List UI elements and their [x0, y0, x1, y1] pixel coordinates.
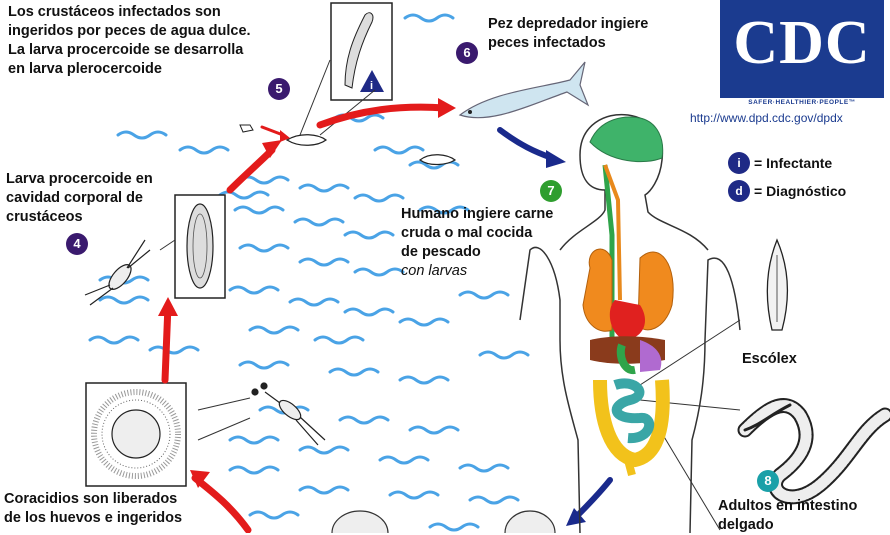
- wave-line: [150, 347, 198, 353]
- coracidia-label: Coracidios son liberados de los huevos e…: [4, 490, 182, 528]
- wave-line: [460, 292, 508, 298]
- wave-line: [290, 299, 338, 305]
- stage-6-badge: 6: [456, 42, 478, 64]
- infective-icon: i: [728, 152, 750, 174]
- stage-8-badge: 8: [757, 470, 779, 492]
- wave-line: [375, 147, 423, 153]
- wave-line: [230, 437, 278, 443]
- wave-line: [220, 192, 268, 198]
- wave-line: [180, 147, 228, 153]
- stage-5-badge: 5: [268, 78, 290, 100]
- stage-4-badge: 4: [66, 233, 88, 255]
- stage-7-badge: 7: [540, 180, 562, 202]
- wave-line: [410, 427, 458, 433]
- scolex: [767, 240, 787, 330]
- plerocercoid-larva-box: i: [331, 3, 392, 100]
- wave-line: [300, 185, 348, 191]
- stage-7-label: Humano ingiere carne cruda o mal cocida …: [401, 205, 553, 281]
- legend-diagnostic: d = Diagnóstico: [728, 180, 846, 202]
- diagnostic-icon: d: [728, 180, 750, 202]
- wave-line: [230, 467, 278, 473]
- predator-fish: [460, 62, 588, 118]
- human-body: [520, 115, 740, 533]
- wave-line: [345, 309, 393, 315]
- wave-line: [430, 524, 478, 530]
- stage-8-label: Adultos en intestino delgado: [718, 497, 857, 535]
- wave-line: [300, 259, 348, 265]
- wave-line: [390, 492, 438, 498]
- wave-line: [470, 497, 518, 503]
- wave-line: [460, 465, 508, 471]
- stage-7-italic: con larvas: [401, 263, 467, 279]
- stage-5-label: Los crustáceos infectados son ingeridos …: [8, 3, 251, 79]
- wave-line: [235, 207, 283, 213]
- wave-line: [250, 512, 298, 518]
- wave-line: [400, 377, 448, 383]
- cdc-url[interactable]: http://www.dpd.cdc.gov/dpdx: [690, 111, 843, 125]
- stage-4-label: Larva procercoide en cavidad corporal de…: [6, 170, 153, 227]
- cdc-tagline: SAFER·HEALTHIER·PEOPLE™: [720, 99, 884, 106]
- eggs: [332, 511, 555, 533]
- wave-line: [240, 362, 288, 368]
- cdc-logo-text: CDC: [720, 8, 884, 78]
- legend-diagnostic-label: = Diagnóstico: [754, 183, 846, 199]
- scolex-label: Escólex: [742, 350, 797, 369]
- wave-line: [300, 487, 348, 493]
- coracidium-box: [86, 383, 186, 486]
- legend-infective: i = Infectante: [728, 152, 832, 174]
- wave-line: [250, 327, 298, 333]
- wave-line: [480, 352, 528, 358]
- wave-line: [340, 417, 388, 423]
- wave-line: [400, 319, 448, 325]
- wave-line: [230, 287, 278, 293]
- procercoid-larva-box: [175, 195, 225, 298]
- wave-line: [330, 369, 378, 375]
- wave-line: [315, 337, 363, 343]
- stage-6-label: Pez depredador ingiere peces infectados: [488, 15, 648, 53]
- wave-line: [240, 245, 288, 251]
- cdc-logo: CDC: [720, 0, 884, 98]
- wave-line: [380, 457, 428, 463]
- wave-line: [118, 132, 166, 138]
- wave-line: [355, 195, 403, 201]
- svg-text:i: i: [370, 80, 373, 92]
- wave-line: [405, 15, 453, 21]
- wave-line: [345, 232, 393, 238]
- wave-line: [100, 297, 148, 303]
- wave-line: [300, 447, 348, 453]
- wave-line: [90, 337, 138, 343]
- wave-line: [295, 219, 343, 225]
- wave-line: [355, 269, 403, 275]
- legend-infective-label: = Infectante: [754, 155, 832, 171]
